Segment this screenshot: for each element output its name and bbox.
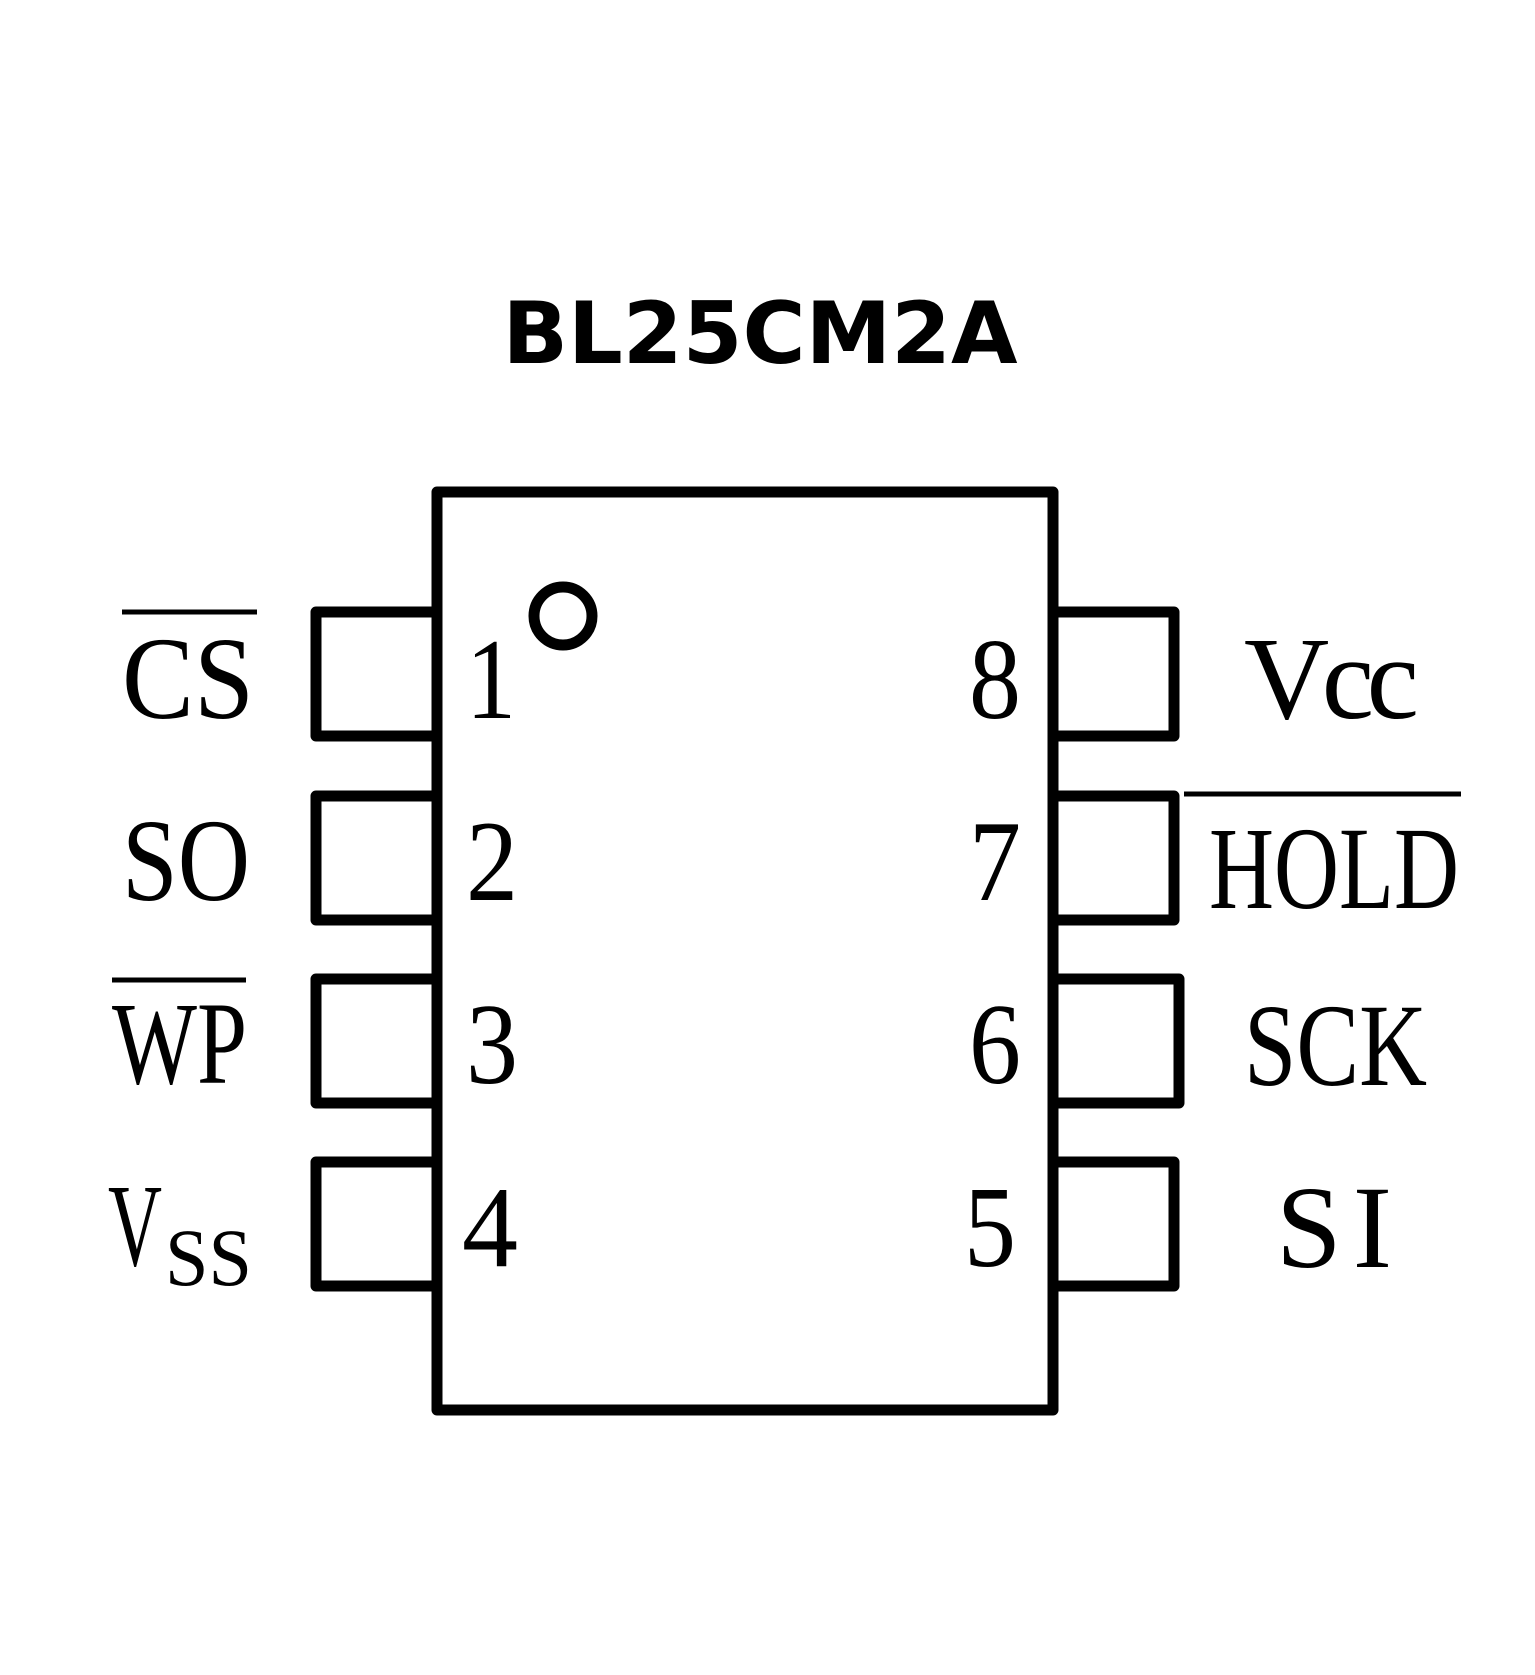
pin-number-2: 2 [466, 798, 518, 926]
pin-7-lead [1047, 790, 1180, 926]
pin-label-wp: WP [112, 978, 247, 1109]
pin-number-3: 3 [466, 981, 518, 1109]
chip-title: BL25CM2A [502, 284, 1018, 384]
pin-number-1: 1 [466, 616, 516, 744]
pin-label-si: SI [1276, 1162, 1392, 1293]
pin-1-lead [310, 606, 443, 742]
pin-number-4: 4 [462, 1164, 518, 1292]
pin-6-lead [1047, 973, 1185, 1109]
pin-number-8: 8 [969, 616, 1021, 744]
pin-label-sck: SCK [1244, 980, 1427, 1111]
pin-label-vcc: Vcc [1244, 613, 1419, 744]
pin-3-lead [310, 973, 443, 1109]
pin-number-6: 6 [969, 981, 1021, 1109]
pin-label-vss-subscript: SS [165, 1212, 252, 1303]
pin-label-so: SO [122, 795, 250, 926]
pin-label-hold: HOLD [1209, 803, 1459, 934]
pin-label-cs: CS [122, 613, 254, 744]
pin-5-lead [1047, 1156, 1180, 1292]
pin-2-lead [310, 790, 443, 926]
pin-label-vss: V [108, 1160, 162, 1291]
pin-4-lead [310, 1156, 443, 1292]
pin-8-lead [1047, 606, 1180, 742]
pin-number-5: 5 [964, 1164, 1016, 1292]
pin1-marker-dot [528, 581, 598, 651]
pin-number-7: 7 [969, 798, 1021, 926]
chip-body [431, 486, 1059, 1416]
